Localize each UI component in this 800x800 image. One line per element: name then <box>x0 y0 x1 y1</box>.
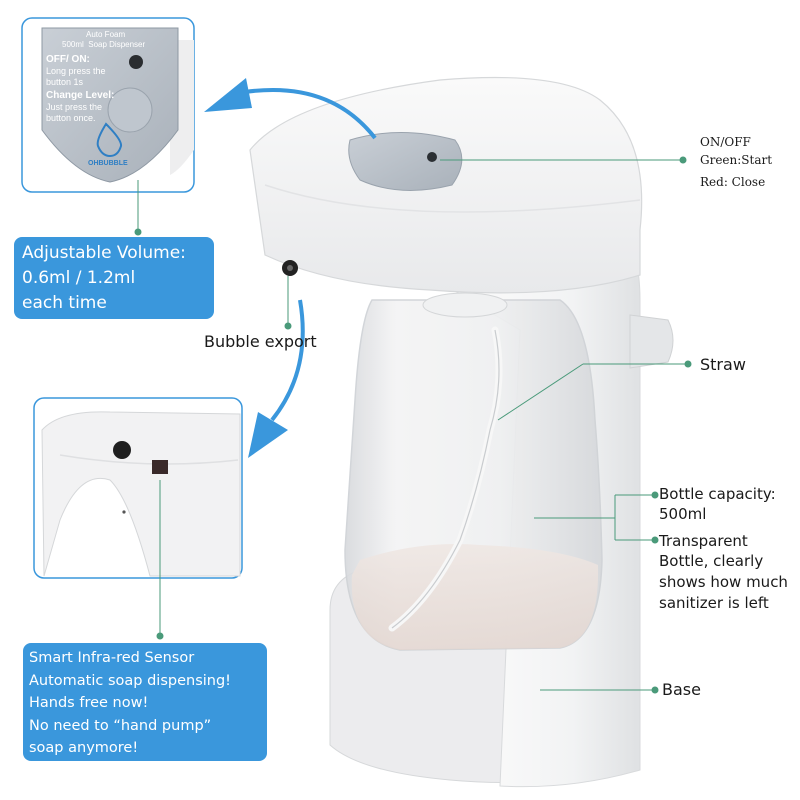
label-transparent-3: shows how much <box>659 573 788 591</box>
infrared-sensor-icon <box>152 460 168 474</box>
label-base: Base <box>662 680 701 699</box>
label-capacity-2: 500ml <box>659 505 707 523</box>
label-red-close: Red: Close <box>700 175 766 189</box>
sensor-line-5: soap anymore! <box>29 740 139 756</box>
panel-onoff-text-1: Long press the <box>46 66 106 76</box>
sensor-callout: Smart Infra-red Sensor Automatic soap di… <box>23 643 267 761</box>
nozzle-closeup-icon <box>113 441 131 459</box>
sensor-inset <box>33 397 243 579</box>
arrow-to-panel <box>244 87 377 140</box>
panel-change-text-1: Just press the <box>46 102 103 112</box>
volume-callout: Adjustable Volume: 0.6ml / 1.2ml each ti… <box>14 237 214 319</box>
label-onoff: ON/OFF <box>700 135 751 149</box>
sensor-line-3: Hands free now! <box>29 695 149 711</box>
label-bubble-export: Bubble export <box>204 332 317 351</box>
label-capacity-1: Bottle capacity: <box>659 485 776 503</box>
sensor-line-4: No need to “hand pump” <box>29 717 212 734</box>
water-drop-icon <box>96 122 123 158</box>
dispenser <box>249 76 674 788</box>
panel-inset <box>21 17 195 193</box>
label-transparent-1: Transparent <box>659 532 748 550</box>
leader-lines <box>134 156 692 694</box>
sensor-line-2: Automatic soap dispensing! <box>29 672 231 689</box>
arrow-to-sensor <box>270 299 305 422</box>
closeup-button-icon <box>129 55 143 69</box>
side-knob <box>629 314 674 369</box>
label-transparent-2: Bottle, clearly <box>659 552 764 570</box>
label-transparent-4: sanitizer is left <box>659 594 769 612</box>
arrow-head-panel <box>204 78 252 112</box>
control-panel <box>348 132 463 191</box>
panel-onoff-heading: OFF/ ON: <box>46 54 90 65</box>
soap-liquid <box>351 544 599 650</box>
panel-change-text-2: button once. <box>46 113 96 123</box>
sensor-closeup <box>41 411 241 577</box>
sensor-line-1: Smart Infra-red Sensor <box>29 650 195 666</box>
volume-line-2: 0.6ml / 1.2ml <box>22 268 136 288</box>
arrow-head-sensor <box>248 412 288 458</box>
panel-change-heading: Change Level: <box>46 90 115 101</box>
label-green-start: Green:Start <box>700 153 773 167</box>
panel-title-2: 500ml Soap Dispenser <box>62 40 146 49</box>
label-straw: Straw <box>700 355 746 374</box>
power-button-led <box>427 152 437 162</box>
volume-line-3: each time <box>22 293 107 313</box>
panel-onoff-text-2: button 1s <box>46 77 84 87</box>
bottle-cap <box>422 292 508 318</box>
panel-title-1: Auto Foam <box>86 30 126 39</box>
panel-brand: OHBUBBLE <box>88 160 128 167</box>
leader-straw <box>497 363 584 421</box>
volume-line-1: Adjustable Volume: <box>22 243 186 263</box>
